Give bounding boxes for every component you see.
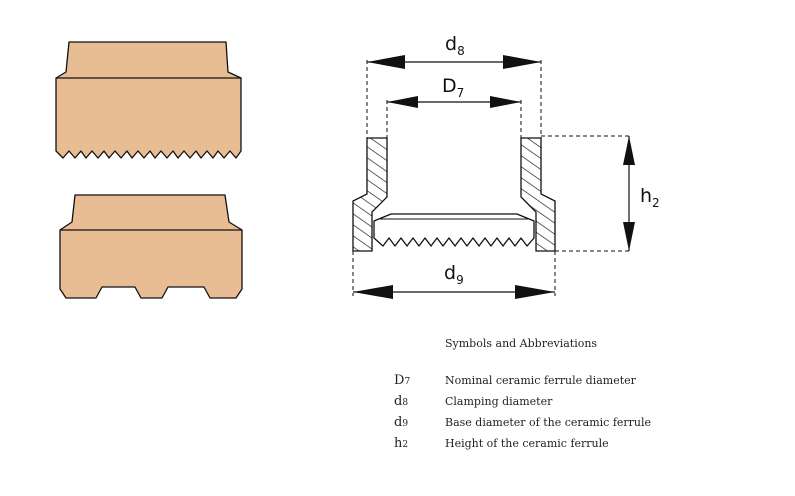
d8-label: d8	[445, 33, 465, 58]
legend-description: Base diameter of the ceramic ferrule	[445, 416, 652, 429]
arrowhead	[515, 285, 555, 299]
dimension-d9: d9	[353, 262, 555, 299]
legend-symbol: D7	[394, 373, 411, 388]
arrowhead	[623, 222, 635, 251]
dimension-h2: h2	[623, 136, 660, 251]
ferrule-cross-section	[352, 137, 556, 252]
legend-symbol: d9	[394, 415, 409, 430]
legend-item-d8: d8 Clamping diameter	[394, 394, 774, 412]
dimension-d7: D7	[387, 75, 521, 108]
extension-lines	[352, 60, 630, 296]
upper-ferrule-body	[55, 41, 242, 159]
d9-label: d9	[444, 262, 464, 287]
lower-ferrule-body	[59, 194, 243, 299]
legend-item-h2: h2 Height of the ceramic ferrule	[394, 436, 774, 454]
h2-label: h2	[640, 185, 660, 210]
legend-symbol: h2	[394, 436, 409, 451]
left-wall-section	[352, 137, 388, 252]
ferrule-side-view-lower	[59, 194, 243, 299]
arrowhead	[623, 136, 635, 165]
legend-description: Nominal ceramic ferrule diameter	[445, 374, 636, 387]
legend-symbol: d8	[394, 394, 409, 409]
base-plate-section	[373, 213, 535, 247]
arrowhead	[353, 285, 393, 299]
legend-description: Height of the ceramic ferrule	[445, 437, 609, 450]
ferrule-side-view-upper	[55, 41, 242, 159]
dimension-d8: d8	[367, 33, 541, 69]
arrowhead	[503, 55, 541, 69]
legend-item-d7: D7 Nominal ceramic ferrule diameter	[394, 373, 774, 391]
arrowhead	[490, 96, 521, 108]
legend-description: Clamping diameter	[445, 395, 553, 408]
legend-title: Symbols and Abbreviations	[445, 337, 598, 350]
legend-item-d9: d9 Base diameter of the ceramic ferrule	[394, 415, 774, 433]
arrowhead	[387, 96, 418, 108]
d7-label: D7	[442, 75, 464, 100]
arrowhead	[367, 55, 405, 69]
